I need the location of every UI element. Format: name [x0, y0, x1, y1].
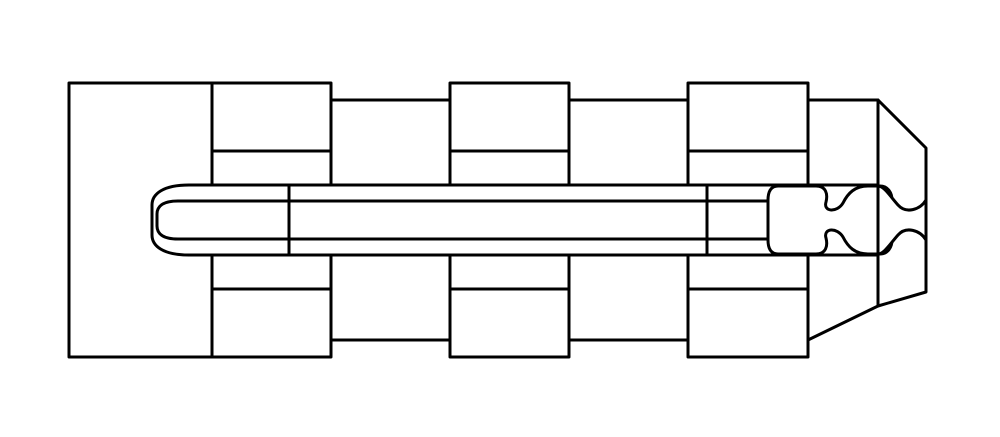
contact-block-bottom-2: [448, 253, 571, 359]
contact-block-top-1: [210, 81, 333, 187]
contact-block-top-3: [686, 81, 810, 187]
contact-block-bottom-1: [210, 253, 333, 359]
contact-blocks-top: [210, 81, 810, 187]
pin-shaft: [155, 199, 772, 241]
contact-blocks-bottom: [210, 253, 810, 359]
contact-block-top-2: [448, 81, 571, 187]
nose-latch-notch: [876, 184, 928, 256]
contact-block-bottom-3: [686, 253, 810, 359]
pin-assembly: [155, 183, 894, 257]
